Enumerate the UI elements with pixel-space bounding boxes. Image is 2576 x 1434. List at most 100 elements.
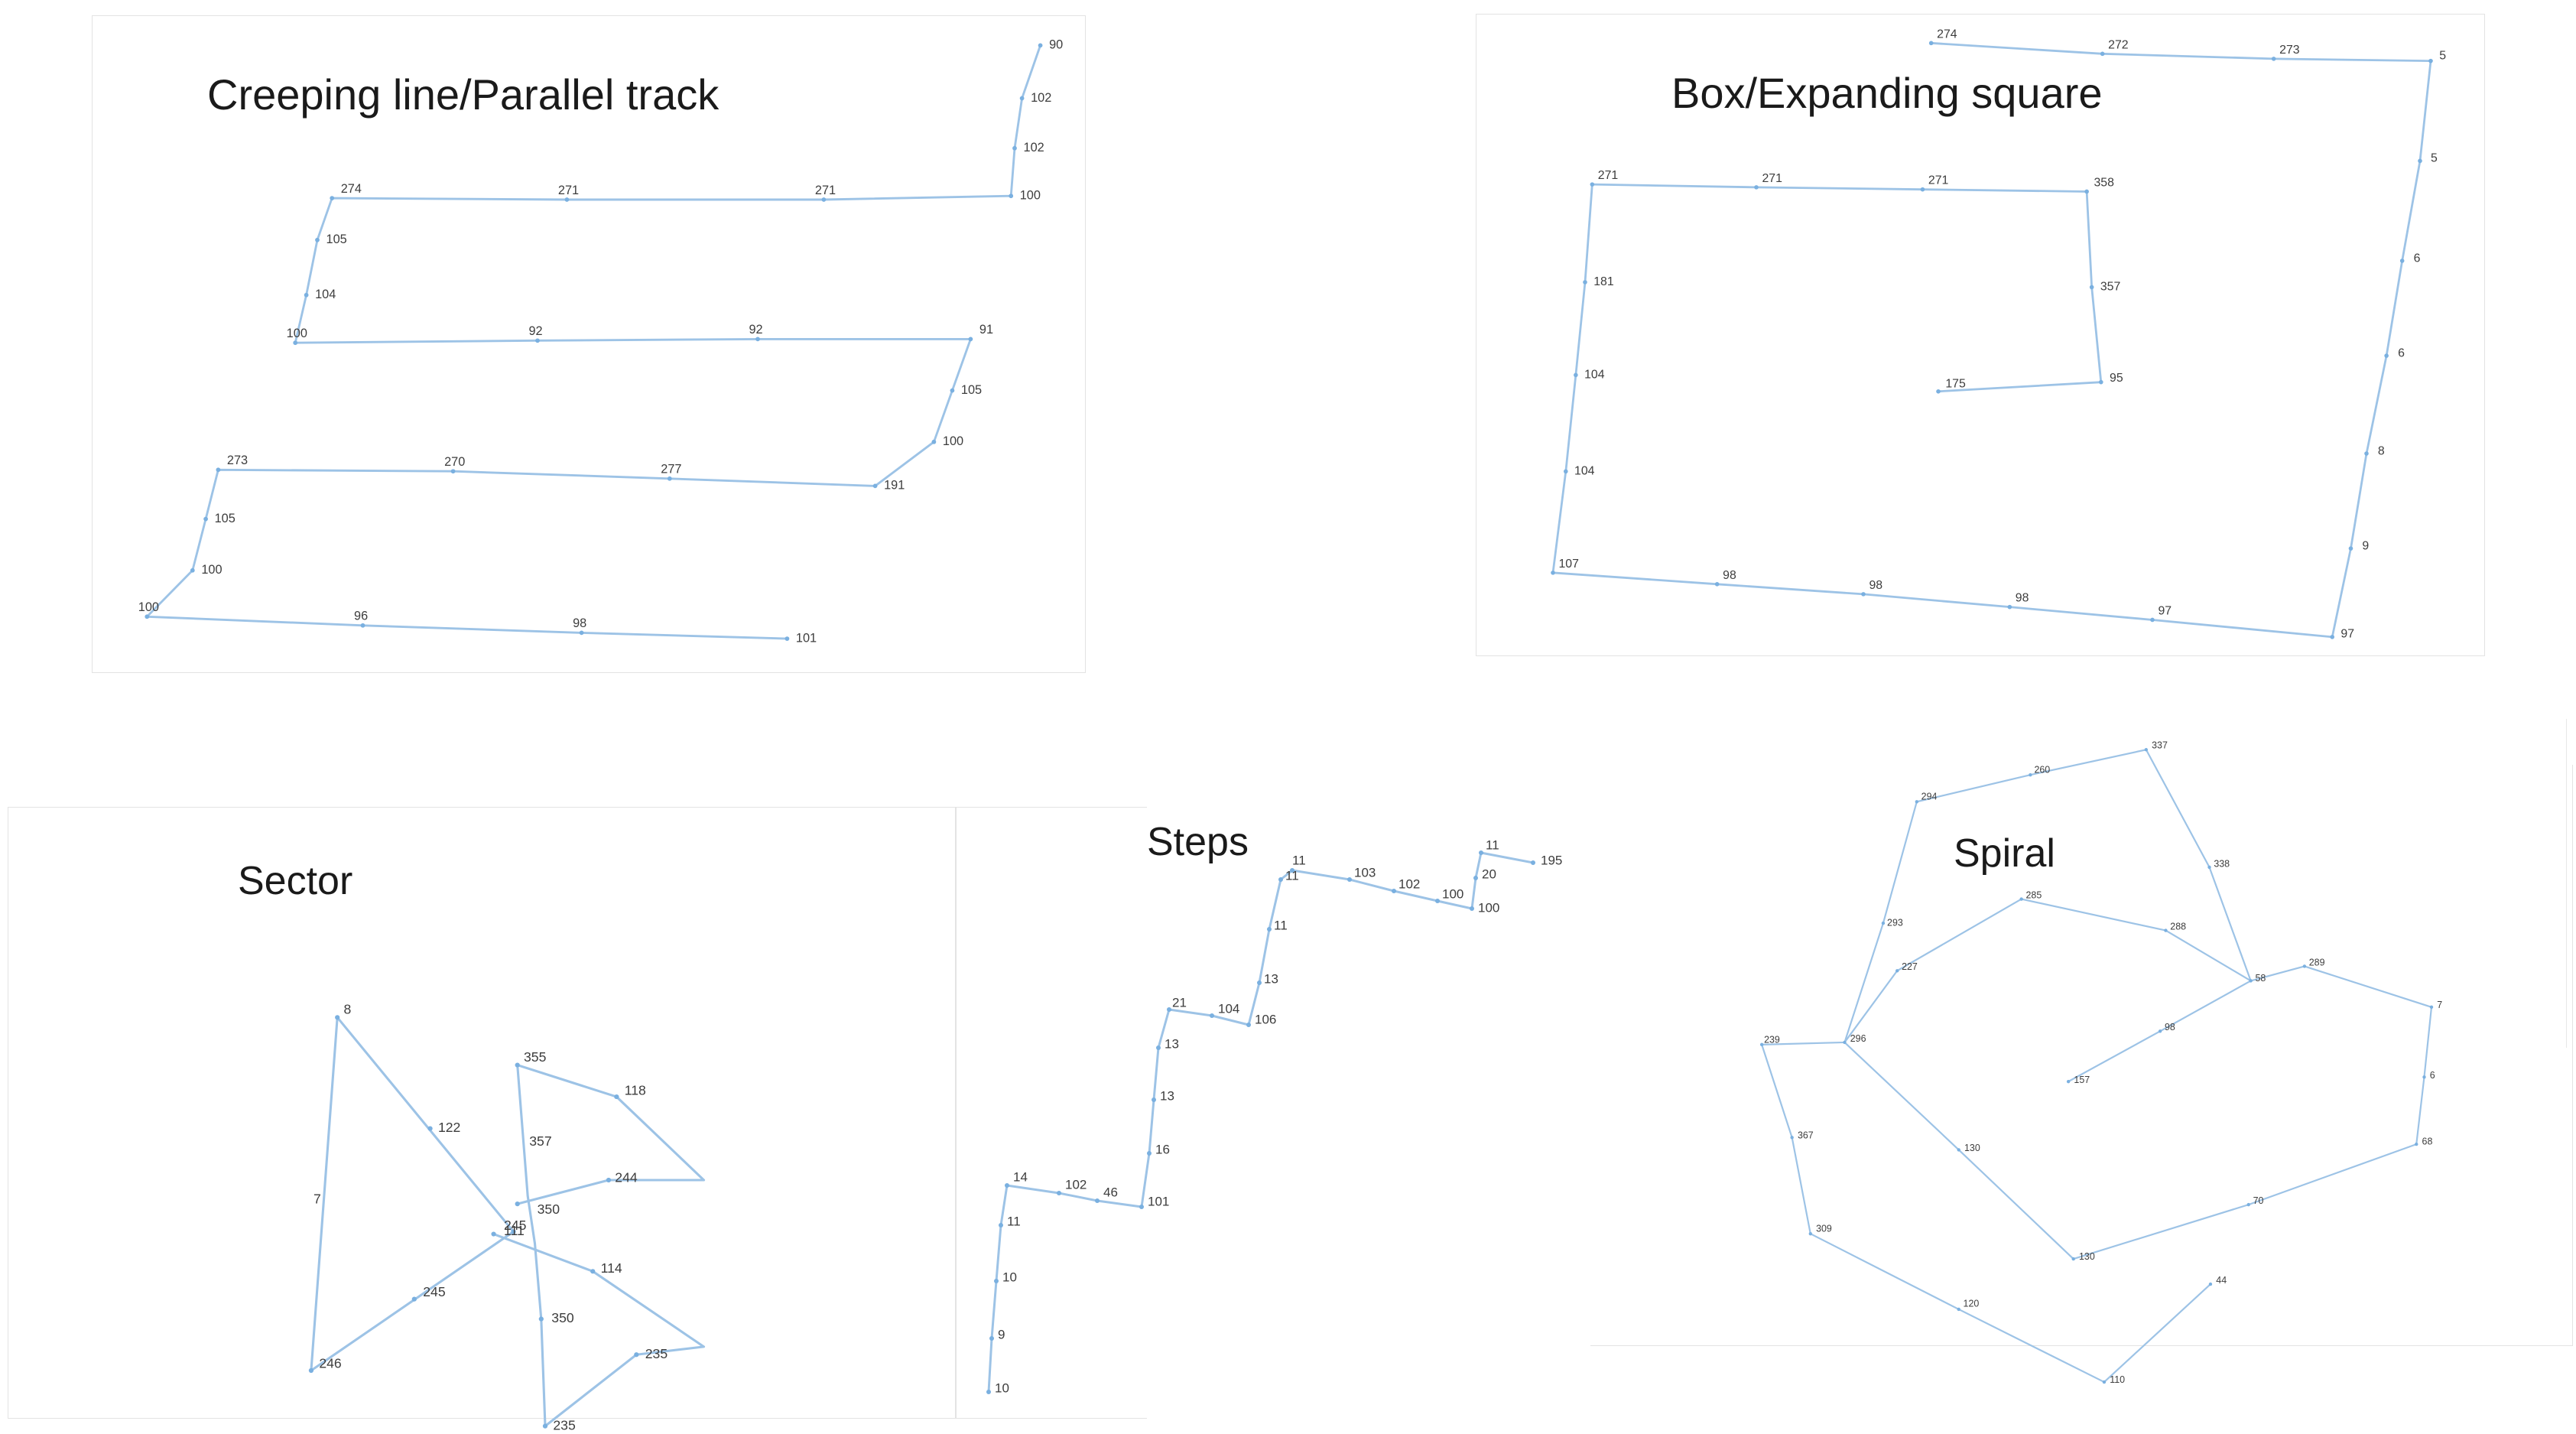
point-label: 110 [2110, 1374, 2125, 1385]
point-label: 102 [1398, 876, 1420, 891]
point-label: 107 [1558, 558, 1579, 571]
point-label: 244 [615, 1170, 638, 1185]
point-label: 181 [1593, 275, 1614, 288]
panel-title-sector: Sector [238, 859, 353, 903]
steps-markers [986, 850, 1535, 1394]
point-label: 6 [2398, 347, 2405, 360]
point-label: 98 [2165, 1022, 2175, 1032]
point-label: 285 [2026, 890, 2042, 901]
right-edge-rule [2566, 719, 2567, 1048]
point-label: 6 [2430, 1070, 2435, 1081]
point-label: 118 [625, 1082, 646, 1097]
point-label: 97 [2340, 627, 2354, 640]
point-label: 272 [2108, 38, 2129, 51]
point-label: 273 [2279, 44, 2300, 57]
spiral-outer-polyline [1761, 749, 2212, 1384]
point-label: 114 [601, 1260, 622, 1276]
point-label: 14 [1013, 1169, 1028, 1184]
point-label: 106 [1255, 1012, 1276, 1026]
box-inner-polyline [1590, 183, 2103, 393]
box-outer-polyline [1551, 41, 2432, 639]
point-label: 100 [287, 327, 307, 340]
point-label: 8 [2378, 444, 2385, 457]
point-label: 9 [2362, 540, 2369, 553]
point-label: 100 [201, 563, 222, 577]
point-label: 46 [1103, 1185, 1118, 1199]
point-label: 358 [2094, 176, 2114, 189]
point-label: 274 [341, 182, 362, 196]
panel-steps [956, 807, 1147, 1419]
sector-labels: 246 8 7 122 245 245 355 357 118 244 350 … [313, 1002, 668, 1433]
creeping-line-markers [145, 43, 1043, 641]
point-label: 90 [1049, 38, 1063, 52]
point-label: 5 [2439, 49, 2446, 62]
point-label: 101 [796, 631, 817, 645]
point-label: 11 [1007, 1214, 1021, 1228]
point-label: 271 [558, 184, 579, 197]
point-label: 92 [749, 323, 762, 337]
point-label: 293 [1887, 917, 1903, 928]
point-label: 355 [524, 1049, 547, 1065]
point-label: 102 [1031, 91, 1051, 105]
point-label: 105 [961, 383, 982, 397]
point-label: 8 [343, 1002, 351, 1017]
point-label: 11 [1486, 837, 1499, 852]
point-label: 10 [995, 1380, 1009, 1395]
point-label: 337 [2152, 740, 2168, 750]
panel-box-expanding-square: Box/Expanding square [1476, 14, 2485, 656]
point-label: 338 [2214, 859, 2230, 870]
point-label: 104 [1218, 1001, 1239, 1016]
sector-arm-diag [310, 1230, 515, 1372]
point-label: 239 [1764, 1034, 1780, 1045]
point-label: 105 [215, 512, 236, 525]
point-label: 103 [1354, 865, 1376, 880]
point-label: 130 [1964, 1143, 1980, 1153]
point-label: 195 [1541, 853, 1562, 867]
point-label: 100 [1020, 189, 1041, 203]
point-label: 98 [2016, 592, 2029, 605]
point-label: 271 [1928, 174, 1949, 187]
point-label: 7 [2437, 1000, 2442, 1010]
point-label: 13 [1264, 971, 1278, 986]
point-label: 10 [1002, 1270, 1017, 1284]
point-label: 96 [354, 610, 368, 623]
point-label: 367 [1798, 1130, 1814, 1140]
point-label: 44 [2216, 1275, 2227, 1286]
sector-arm-vert [516, 1064, 547, 1428]
point-label: 309 [1816, 1224, 1832, 1234]
point-label: 95 [2110, 372, 2123, 385]
spiral-track-svg: 337 260 294 293 296 239 367 309 120 110 … [1759, 740, 2442, 1385]
point-label: 104 [1584, 369, 1605, 382]
panel-spiral [1590, 765, 2573, 1346]
point-label: 289 [2309, 957, 2325, 967]
point-label: 11 [1292, 853, 1306, 867]
point-label: 101 [1148, 1194, 1169, 1208]
point-label: 271 [1762, 172, 1782, 185]
point-label: 91 [979, 323, 993, 337]
point-label: 273 [227, 454, 248, 467]
point-label: 245 [423, 1284, 446, 1299]
point-label: 104 [1574, 465, 1595, 478]
point-label: 6 [2414, 252, 2421, 265]
point-label: 7 [313, 1192, 321, 1207]
point-label: 92 [528, 324, 542, 338]
point-label: 11 [1274, 918, 1288, 932]
sector-markers [308, 1015, 639, 1429]
box-expanding-square-track-svg: 274 272 273 5 5 6 6 8 9 97 97 98 98 98 1… [1551, 28, 2446, 640]
sector-arm-top [516, 1064, 706, 1205]
spiral-mid-polyline [1843, 749, 2433, 1260]
panel-title-creeping-line: Creeping line/Parallel track [207, 70, 720, 119]
spiral-markers [1759, 748, 2434, 1384]
point-label: 235 [645, 1346, 668, 1361]
point-label: 9 [998, 1327, 1005, 1341]
point-label: 277 [661, 463, 681, 476]
point-label: 97 [2158, 604, 2172, 617]
point-label: 157 [2074, 1075, 2090, 1085]
creeping-line-polyline [145, 44, 1042, 640]
point-label: 100 [943, 434, 963, 448]
point-label: 102 [1024, 141, 1044, 154]
point-label: 111 [504, 1223, 525, 1238]
point-label: 20 [1482, 867, 1496, 881]
point-label: 98 [1869, 579, 1882, 592]
point-label: 270 [444, 455, 465, 469]
